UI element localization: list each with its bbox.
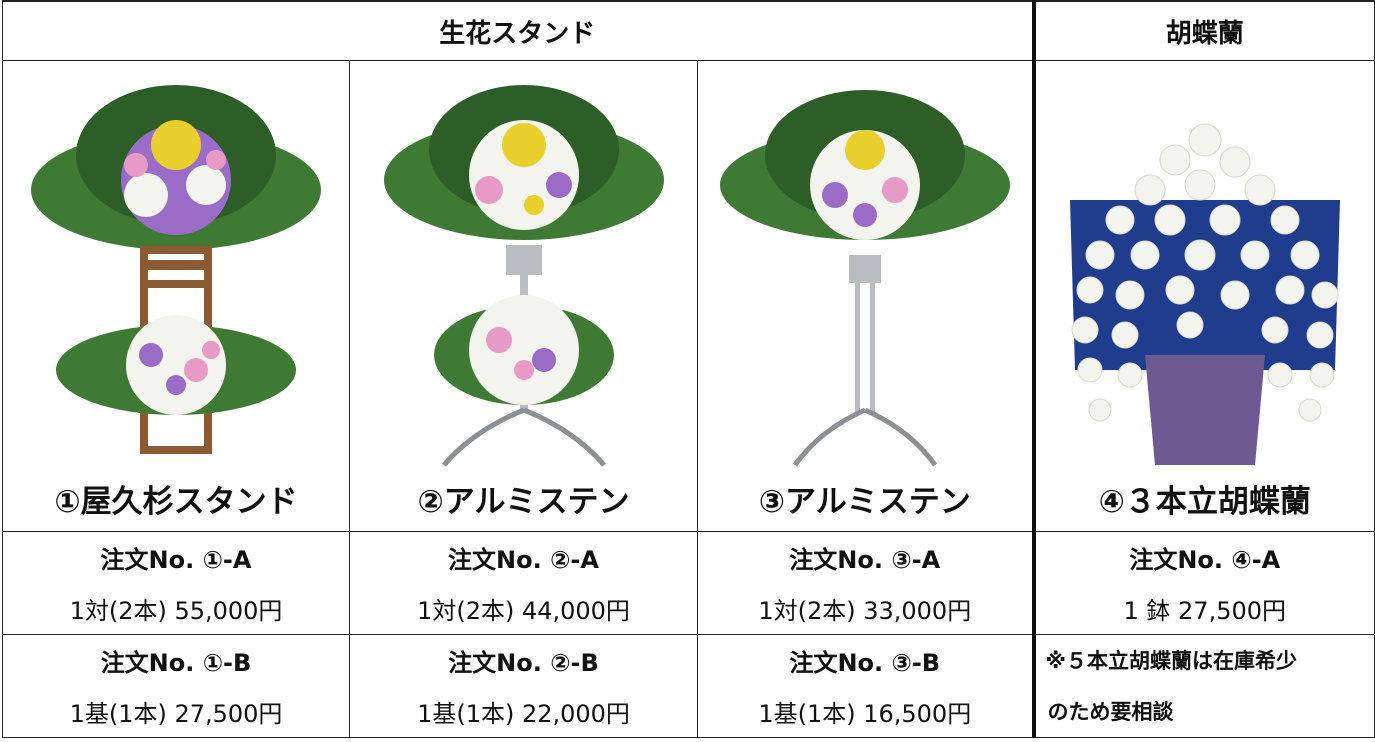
header-orchid: 胡蝶蘭 [1031,0,1375,61]
order-number-2b: 注文No. ②-B [349,634,698,685]
flower-bunch [809,130,920,240]
metal-stand [792,255,937,467]
product-name-2: ②アルミステン [417,484,630,520]
order-number-1a: 注文No. ①-A [2,531,350,582]
aluminum-stand-1tier-image[interactable] [715,70,1015,470]
price-1b: 1基(1本) 27,500円 [2,685,350,738]
upper-flower-bunch [121,120,231,235]
order-number-4a: 注文No. ④-A [1031,531,1375,582]
product-name-4: ④３本立胡蝶蘭 [1098,484,1311,520]
orchid-stock-note-line2: のため要相談 [1031,685,1375,738]
upper-flower-bunch [468,120,579,230]
price-3a: 1対(2本) 33,000円 [696,582,1035,635]
price-2a: 1対(2本) 44,000円 [349,582,698,635]
product-name-3: ③アルミステン [758,484,971,520]
product-cell-1: ①屋久杉スタンド [2,60,350,532]
order-number-2a: 注文No. ②-A [349,531,698,582]
purple-pot [1144,355,1265,465]
price-3b: 1基(1本) 16,500円 [696,685,1035,738]
order-number-1b: 注文No. ①-B [2,634,350,685]
product-name-1: ①屋久杉スタンド [54,484,298,520]
lower-flower-bunch [56,315,296,415]
price-1a: 1対(2本) 55,000円 [2,582,350,635]
yakusugi-stand-image[interactable] [26,70,326,470]
phalaenopsis-orchid-image[interactable] [1060,70,1350,470]
product-cell-3: ③アルミステン [696,60,1035,532]
product-cell-2: ②アルミステン [349,60,698,532]
price-2b: 1基(1本) 22,000円 [349,685,698,738]
price-4a: 1 鉢 27,500円 [1031,582,1375,635]
header-fresh-flower-stand: 生花スタンド [1,0,1035,61]
order-number-3b: 注文No. ③-B [696,634,1035,685]
order-number-3a: 注文No. ③-A [696,531,1035,582]
orchid-stock-note-line1: ※５本立胡蝶蘭は在庫希少 [1031,634,1375,685]
product-cell-4: ④３本立胡蝶蘭 [1031,60,1375,532]
aluminum-stand-2tier-image[interactable] [374,70,674,470]
orchid-blooms [1071,123,1339,422]
lower-flower-bunch [433,295,614,405]
